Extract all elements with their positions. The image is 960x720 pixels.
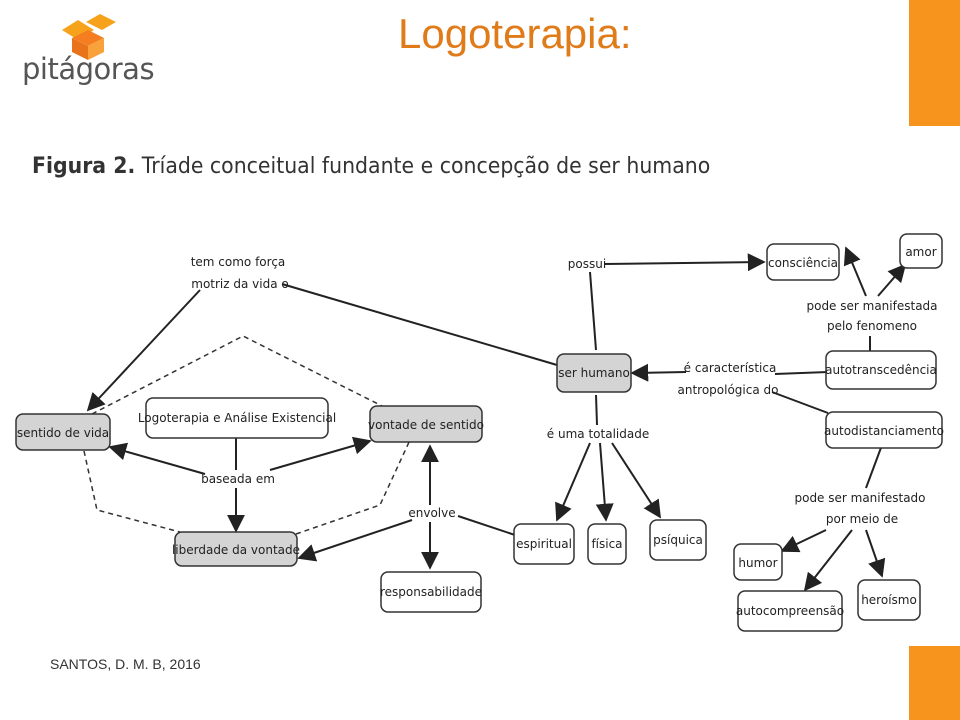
node-psiquica: psíquica	[649, 519, 707, 561]
edge-espiritual-to-envolve	[457, 515, 516, 536]
edge-manifestado-to-humor	[780, 529, 827, 553]
edge-autodist-to-manifestado	[865, 444, 883, 489]
node-humor: humor	[733, 543, 783, 581]
edge-baseada-to-sentido	[108, 442, 206, 475]
node-consciencia: consciência	[766, 243, 840, 281]
node-autotranscedencia: autotranscedência	[825, 350, 937, 390]
label-baseada-em: baseada em	[201, 472, 275, 486]
node-fisica-label: física	[591, 537, 622, 551]
source-citation: SANTOS, D. M. B, 2016	[50, 656, 201, 672]
node-sentido-de-vida-label: sentido de vida	[17, 426, 109, 440]
orange-accent-bar-bottom	[909, 646, 960, 720]
dashed-triad-outline	[83, 335, 411, 535]
label-e-uma-totalidade: é uma totalidade	[547, 427, 649, 441]
node-consciencia-label: consciência	[768, 256, 838, 270]
edge-autodist-to-caracteristica	[771, 391, 829, 414]
edge-manifestada-to-consciencia	[843, 246, 867, 297]
node-ser-humano: ser humano	[556, 353, 632, 393]
node-heroismo: heroísmo	[857, 579, 921, 621]
label-envolve: envolve	[408, 506, 455, 520]
node-autodistanciamento: autodistanciamento	[824, 411, 944, 449]
label-possui: possui	[568, 257, 606, 271]
edge-autotrans-to-caracteristica	[774, 371, 829, 375]
orange-accent-bar-top	[909, 0, 960, 126]
node-vontade-de-sentido: vontade de sentido	[368, 405, 484, 443]
node-amor: amor	[899, 233, 943, 269]
label-pelo-fenomeno: pelo fenomeno	[827, 319, 917, 333]
edge-envolve-to-liberdade	[297, 519, 413, 562]
node-autotranscedencia-label: autotranscedência	[825, 363, 937, 377]
edge-manifestado-to-autocompreensao	[803, 529, 853, 592]
label-antropologica-do: antropológica do	[678, 383, 779, 397]
edge-serhumano-to-forca	[281, 283, 558, 366]
figure-label: Figura 2.	[32, 154, 136, 179]
slide-title: Logoterapia:	[398, 10, 632, 57]
node-heroismo-label: heroísmo	[861, 593, 917, 607]
label-pode-ser-manifestado: pode ser manifestado	[794, 491, 925, 505]
edge-totalidade-to-fisica	[595, 442, 614, 522]
node-espiritual: espiritual	[513, 523, 575, 565]
label-pode-ser-manifestada: pode ser manifestada	[806, 299, 937, 313]
node-vontade-de-sentido-label: vontade de sentido	[368, 418, 484, 432]
node-logoterapia: Logoterapia e Análise Existencial	[138, 397, 336, 439]
label-tem-como-forca: tem como força	[191, 255, 286, 269]
edge-serhumano-to-totalidade	[595, 394, 598, 426]
node-humor-label: humor	[738, 556, 777, 570]
edge-serhumano-to-possui	[589, 271, 597, 351]
edge-manifestado-to-heroismo	[865, 529, 886, 578]
node-ser-humano-label: ser humano	[558, 366, 630, 380]
node-autodistanciamento-label: autodistanciamento	[824, 424, 944, 438]
logo-wordmark: pitágoras	[22, 52, 155, 86]
label-e-caracteristica: é característica	[684, 361, 777, 375]
figure-caption-text: Tríade conceitual fundante e concepção d…	[135, 154, 711, 179]
node-autocompreensao-label: autocompreensão	[736, 604, 844, 618]
node-amor-label: amor	[905, 245, 936, 259]
edge-forca-to-sentido	[86, 289, 201, 412]
node-logoterapia-label: Logoterapia e Análise Existencial	[138, 411, 336, 425]
node-espiritual-label: espiritual	[516, 537, 572, 551]
pitagoras-logo-icon	[62, 14, 116, 60]
node-autocompreensao: autocompreensão	[736, 590, 844, 632]
edge-manifestada-to-amor	[877, 263, 907, 297]
edge-totalidade-to-espiritual	[555, 442, 591, 522]
node-sentido-de-vida: sentido de vida	[15, 413, 111, 451]
node-responsabilidade-label: responsabilidade	[380, 585, 482, 599]
edge-baseada-to-vontade	[269, 436, 372, 471]
edge-caracteristica-to-serhumano	[630, 363, 687, 382]
node-liberdade-da-vontade-label: liberdade da vontade	[172, 543, 300, 557]
node-psiquica-label: psíquica	[653, 533, 703, 547]
node-liberdade-da-vontade: liberdade da vontade	[172, 531, 300, 567]
node-responsabilidade: responsabilidade	[380, 571, 482, 613]
node-fisica: física	[587, 523, 627, 565]
edge-totalidade-to-psiquica	[611, 442, 661, 519]
label-motriz-da-vida: motriz da vida o	[191, 277, 288, 291]
figure-caption: Figura 2. Tríade conceitual fundante e c…	[32, 154, 710, 179]
label-por-meio-de: por meio de	[826, 512, 898, 526]
edge-possui-to-consciencia	[603, 253, 766, 272]
